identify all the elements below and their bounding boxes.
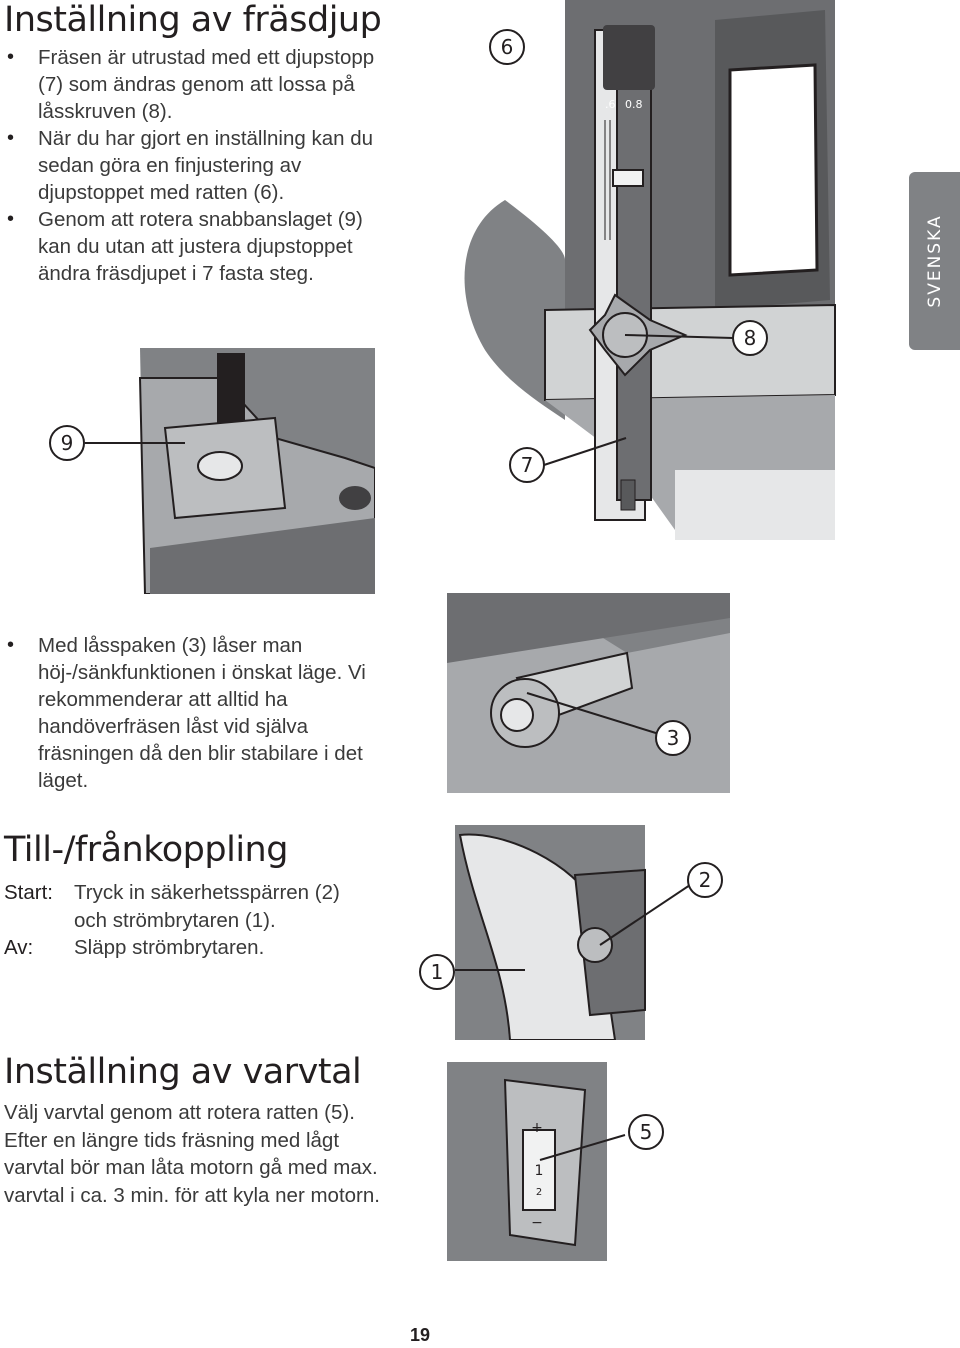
start-key: Start: <box>4 881 53 904</box>
speed-line: varvtal i ca. 3 min. för att kyla ner mo… <box>4 1183 380 1207</box>
list-item: Fräsen är utrustad med ett djupstopp (7)… <box>4 44 399 125</box>
callout-2 <box>687 862 723 898</box>
section-title-speed: Inställning av varvtal <box>4 1052 362 1092</box>
dial-digit: 1 <box>535 1163 544 1179</box>
dial-plus: + <box>531 1120 543 1136</box>
speed-line: varvtal bör man låta motorn gå med max. <box>4 1156 378 1179</box>
callout-8 <box>732 320 768 356</box>
callout-1 <box>419 954 455 990</box>
list-item: När du har gjort en inställning kan du s… <box>4 125 399 206</box>
depth-bullet-list: Fräsen är utrustad med ett djupstopp (7)… <box>4 44 399 287</box>
list-item: Genom att rotera snabbanslaget (9) kan d… <box>4 206 399 287</box>
lock-bullet-list: Med låsspaken (3) låser man höj-/sänkfun… <box>4 632 374 794</box>
lock-lever-figure: 3 <box>447 593 730 793</box>
switch-figure: 2 1 <box>419 825 723 1040</box>
list-item: Med låsspaken (3) låser man höj-/sänkfun… <box>4 632 374 794</box>
speed-line: Välj varvtal genom att rotera ratten (5)… <box>4 1101 355 1124</box>
callout-3 <box>655 720 691 756</box>
callout-label: 9 <box>61 431 74 455</box>
callout-label: 2 <box>699 868 712 892</box>
stop-line: Släpp strömbrytaren. <box>74 936 265 959</box>
stop-key: Av: <box>4 936 34 959</box>
callout-label: 3 <box>667 726 680 750</box>
callout-9 <box>49 425 85 461</box>
language-tab: SVENSKA <box>909 172 960 350</box>
scale-label: 0.8 <box>625 98 643 111</box>
dial-digit: 2 <box>536 1187 542 1198</box>
callout-label: 8 <box>744 326 757 350</box>
section-title-switch: Till-/frånkoppling <box>4 830 288 870</box>
callout-label: 6 <box>501 35 514 59</box>
speed-instructions: Välj varvtal genom att rotera ratten (5)… <box>4 1099 434 1209</box>
page-number: 19 <box>409 1325 431 1345</box>
section-title-depth: Inställning av fräsdjup <box>4 0 382 40</box>
turret-stop-figure: 9 <box>49 348 375 594</box>
switch-instructions: Start: Tryck in säkerhetsspärren (2) och… <box>4 879 404 962</box>
callout-6 <box>489 29 525 65</box>
speed-dial-figure: + − 1 2 5 <box>447 1062 664 1261</box>
callout-label: 1 <box>431 960 444 984</box>
depth-stop-figure: .6 0.8 6 8 7 <box>464 0 840 548</box>
callout-5 <box>628 1114 664 1150</box>
callout-label: 5 <box>640 1120 653 1144</box>
callout-label: 7 <box>521 453 534 477</box>
scale-label: .6 <box>605 98 616 111</box>
dial-minus: − <box>531 1215 543 1231</box>
speed-line: Efter en längre tids fräsning med lågt <box>4 1128 340 1152</box>
language-tab-label: SVENSKA <box>925 214 945 308</box>
start-line: och strömbrytaren (1). <box>74 908 276 932</box>
start-line: Tryck in säkerhetsspärren (2) <box>74 881 340 904</box>
callout-7 <box>509 447 545 483</box>
